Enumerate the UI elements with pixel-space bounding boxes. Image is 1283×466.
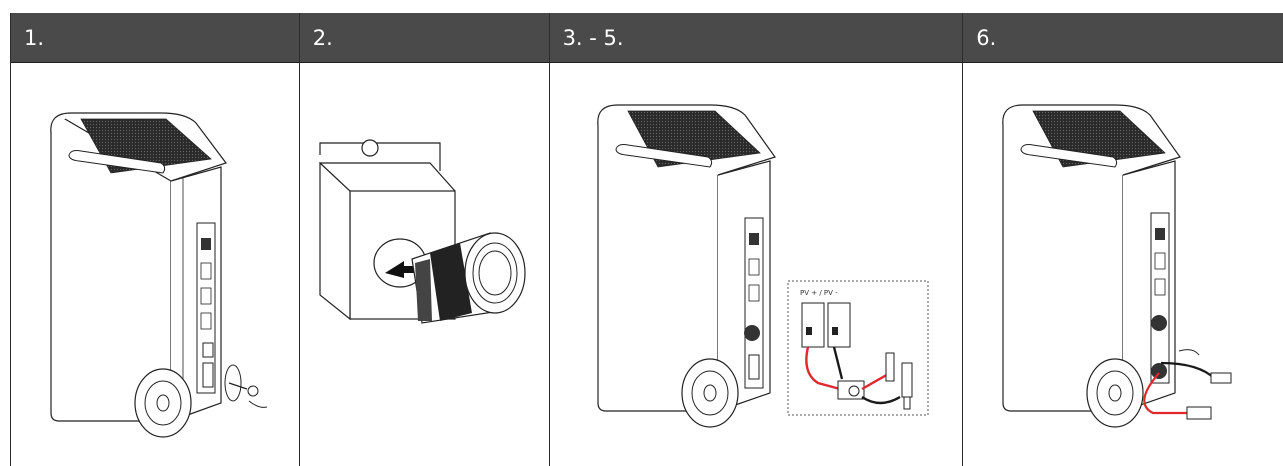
step-3-5-column: 3. - 5. — [549, 13, 964, 466]
step-6-column: 6. — [963, 13, 1283, 466]
step-3-5-header: 3. - 5. — [549, 13, 963, 63]
step-2-illustration — [300, 63, 549, 466]
step-1-header: 1. — [11, 13, 299, 63]
step-2-header: 2. — [299, 13, 549, 63]
battery-unit-illustration — [50, 112, 268, 438]
step-3-5-illustration: PV + / PV - — [550, 63, 963, 466]
cable-gland-illustration — [319, 139, 526, 324]
pv-connected-illustration — [1002, 104, 1232, 428]
step-1-illustration — [11, 63, 299, 466]
step-6-header: 6. — [963, 13, 1283, 63]
step-6-illustration — [963, 63, 1283, 466]
step-1-column: 1. — [11, 13, 300, 466]
instruction-steps-table: 1. — [10, 13, 1283, 466]
step-2-column: 2. — [299, 13, 550, 466]
pv-wiring-illustration: PV + / PV - — [596, 104, 929, 428]
pv-label: PV + / PV - — [800, 289, 838, 297]
